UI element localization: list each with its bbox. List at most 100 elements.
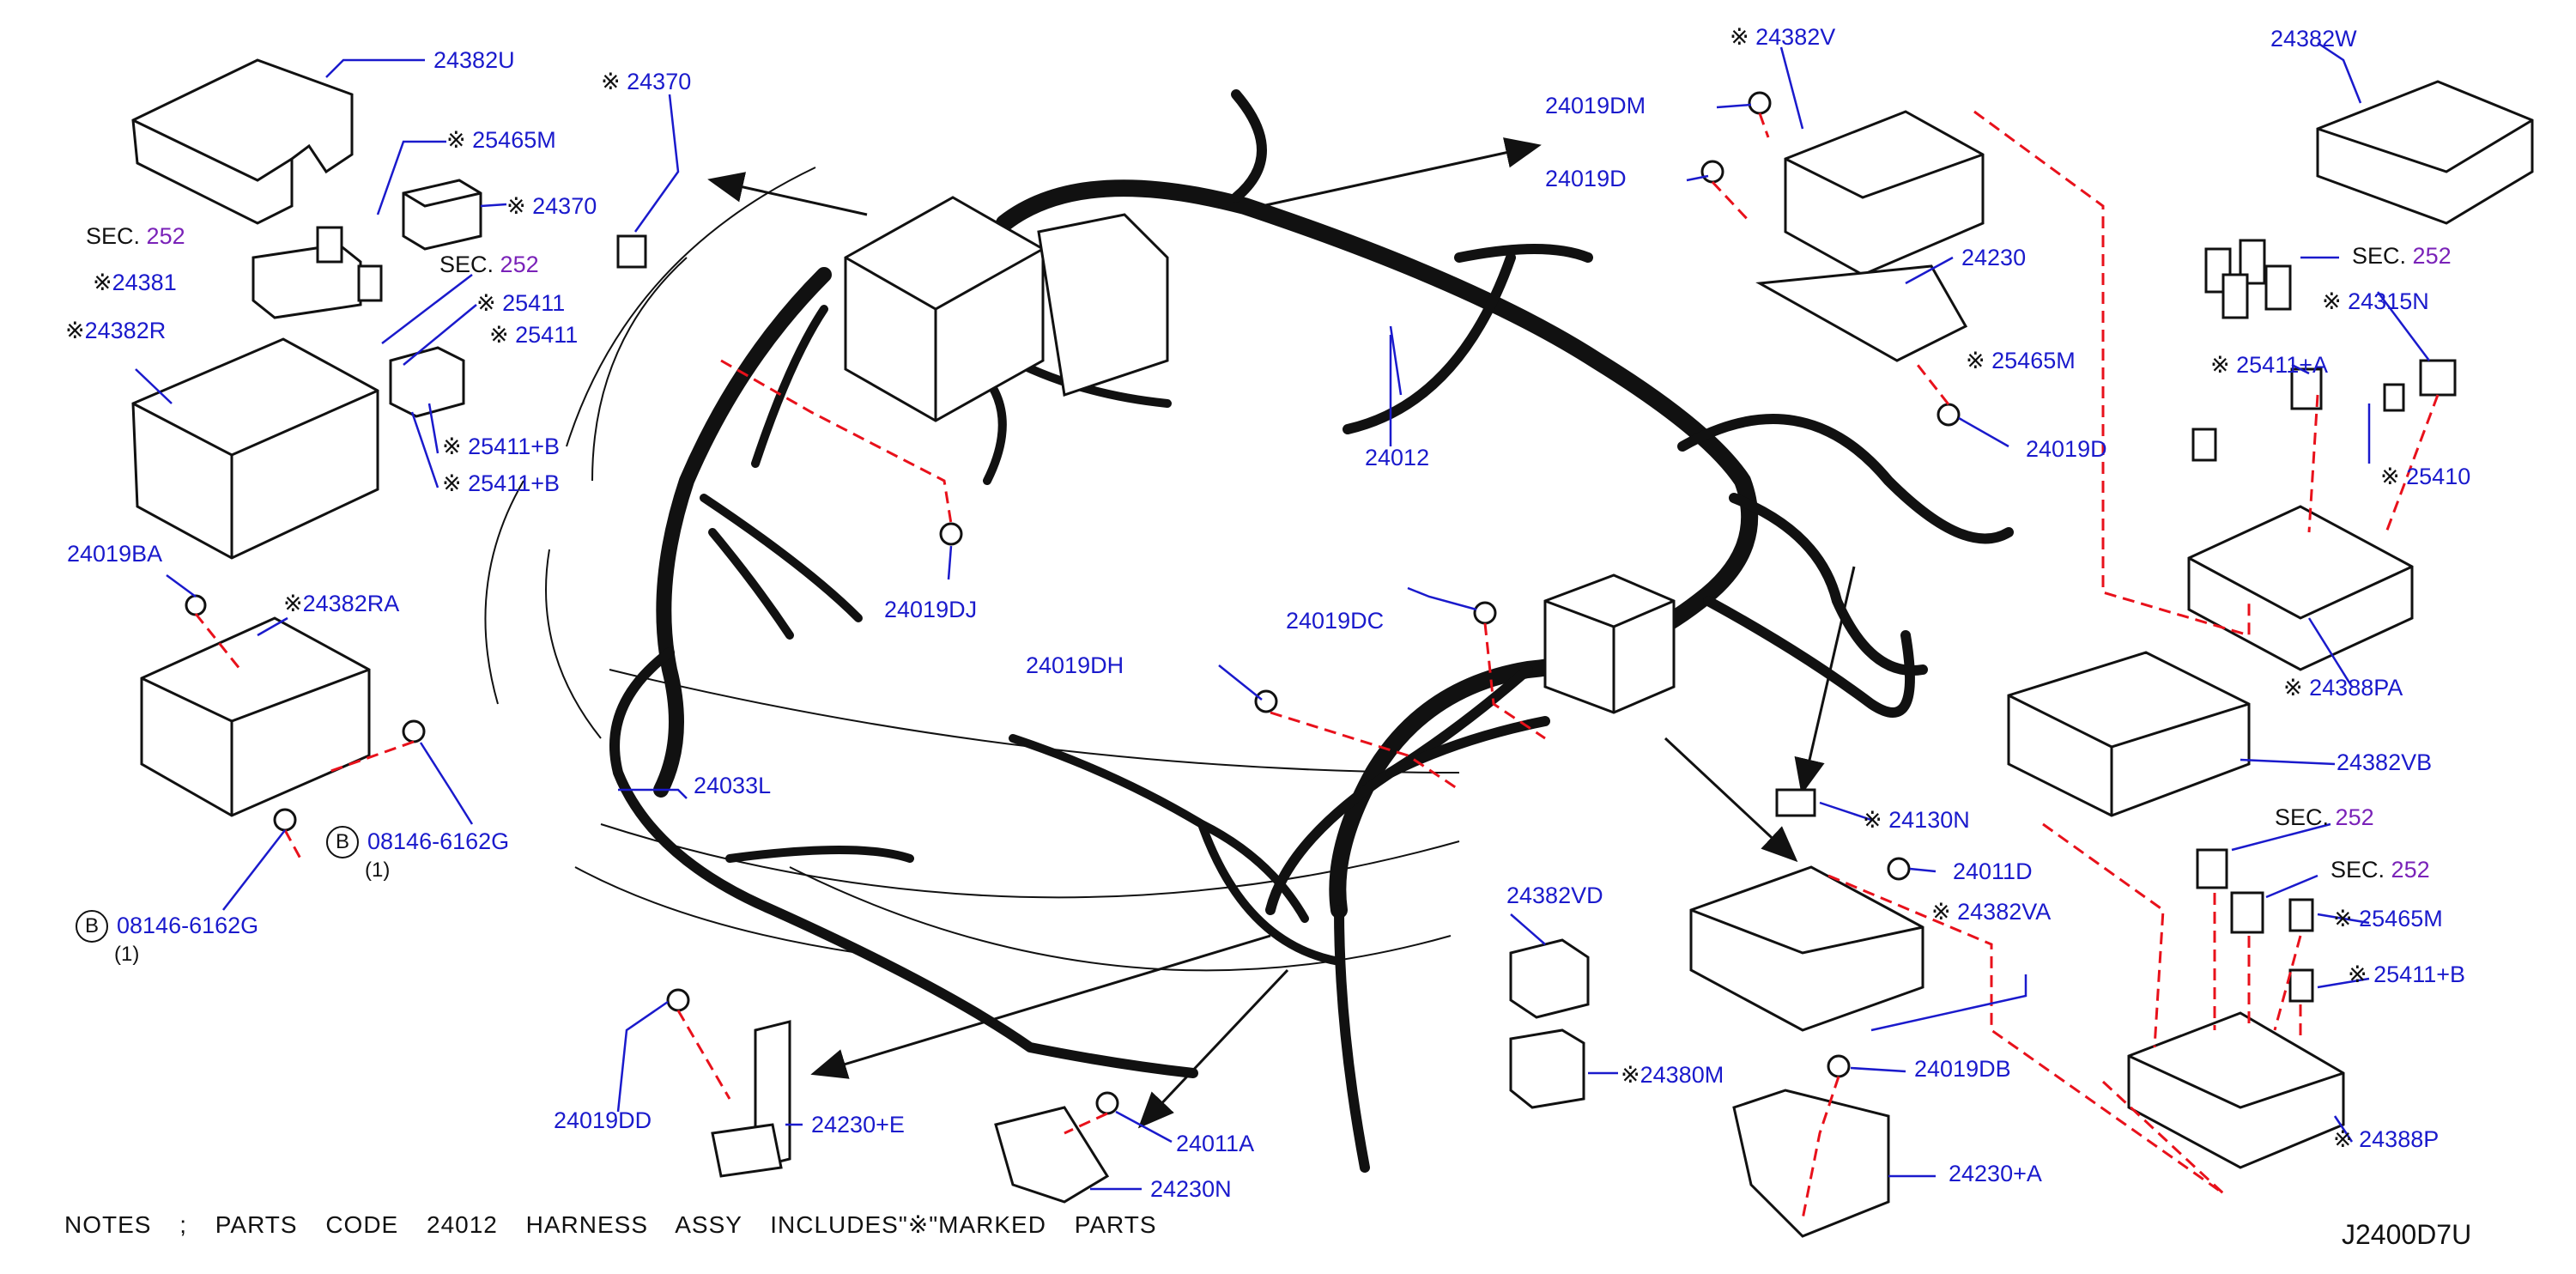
label-24230N: 24230N <box>1150 1176 1232 1202</box>
mark-symbol: ※ <box>2210 352 2230 378</box>
central-box-left <box>844 196 1169 422</box>
label-24019DJ: 24019DJ <box>884 597 978 622</box>
flow-arrows <box>707 137 1856 1129</box>
part-number: 25411 <box>515 322 579 348</box>
part-number: 24370 <box>627 69 692 94</box>
label-25411-a: ※ 25411 <box>476 290 565 316</box>
label-08146-left: 08146-6162G <box>117 913 259 938</box>
mark-symbol: ※ <box>2333 1126 2353 1152</box>
part-number: 25411 <box>502 290 566 316</box>
small-parts-left <box>316 226 647 302</box>
wiring-harness <box>609 89 2014 1173</box>
label-sec-252-b[interactable]: SEC. 252 <box>439 252 539 277</box>
part-number: 24381 <box>112 270 177 295</box>
part-number: 24382VA <box>1957 899 2052 925</box>
part-number: 25410 <box>2406 464 2471 489</box>
label-sec-252-e[interactable]: SEC. 252 <box>2331 857 2430 883</box>
sec-number: 252 <box>2391 857 2430 883</box>
mark-symbol: ※ <box>65 318 85 343</box>
label-24019DM: 24019DM <box>1545 93 1646 118</box>
cover-24382U <box>131 58 354 225</box>
label-24380M: ※24380M <box>1621 1062 1724 1088</box>
part-number: 24388PA <box>2309 675 2403 701</box>
relays-top-right <box>2191 239 2457 462</box>
mark-symbol: ※ <box>476 290 496 316</box>
mark-symbol: ※ <box>283 591 303 616</box>
fuse-box-24388PA <box>2187 505 2414 671</box>
label-24230A: 24230+A <box>1949 1161 2042 1186</box>
quantity-left: (1) <box>114 943 140 966</box>
relay-24382VD <box>1509 938 1590 1109</box>
part-number: 24382R <box>84 318 167 343</box>
label-24381: ※24381 <box>93 270 177 295</box>
label-24388PA: ※ 24388PA <box>2283 675 2403 701</box>
mark-symbol: ※ <box>446 127 466 153</box>
label-24019D-top: 24019D <box>1545 166 1627 191</box>
relay-24370 <box>402 179 482 251</box>
sec-prefix: SEC. <box>2275 804 2330 830</box>
label-08146-right: 08146-6162G <box>367 828 510 854</box>
part-number: 25411+B <box>2373 962 2465 987</box>
sec-prefix: SEC. <box>2331 857 2385 883</box>
bracket-24230A <box>1732 1089 1890 1238</box>
relays-lower-right <box>1775 788 2314 1003</box>
fuse-box-24388P <box>2127 1011 2345 1169</box>
label-24019BA: 24019BA <box>67 541 163 567</box>
label-24130N: ※ 24130N <box>1863 807 1970 833</box>
part-number: 24382V <box>1755 24 1836 50</box>
mark-symbol: ※ <box>442 470 462 496</box>
sec-prefix: SEC. <box>86 223 141 249</box>
label-24382W: 24382W <box>2270 26 2357 52</box>
part-number: 25411+B <box>468 470 560 496</box>
label-25411A: ※ 25411+A <box>2210 352 2328 378</box>
mark-symbol: ※ <box>93 270 112 295</box>
label-24019DD: 24019DD <box>554 1107 652 1133</box>
sec-number: 252 <box>500 252 539 277</box>
part-number: 25465M <box>2359 906 2443 931</box>
label-25411-b: ※ 25411 <box>489 322 578 348</box>
mark-symbol: ※ <box>1863 807 1882 833</box>
label-24382VA: ※ 24382VA <box>1931 899 2051 925</box>
part-number: 24370 <box>532 193 597 219</box>
cover-24382W <box>2316 80 2534 225</box>
label-24019DC: 24019DC <box>1286 608 1385 634</box>
label-24019D-mid: 24019D <box>2026 436 2107 462</box>
label-24033L: 24033L <box>694 773 772 798</box>
label-25410: ※ 25410 <box>2380 464 2470 489</box>
label-25411B-a: ※ 25411+B <box>442 434 560 459</box>
part-number: 24382RA <box>302 591 400 616</box>
label-24012: 24012 <box>1365 445 1430 470</box>
label-25411B-b: ※ 25411+B <box>442 470 560 496</box>
assembly-dash-lines <box>194 110 2440 1220</box>
fuse-block-24381 <box>252 243 362 319</box>
label-24230: 24230 <box>1961 245 2027 270</box>
label-sec-252-c[interactable]: SEC. 252 <box>2352 243 2452 269</box>
connector-25411 <box>389 346 465 418</box>
mark-symbol: ※ <box>442 434 462 459</box>
part-number: 24315N <box>2348 288 2429 314</box>
sec-number: 252 <box>146 223 185 249</box>
label-24382VD: 24382VD <box>1506 883 1603 908</box>
part-number: 25465M <box>472 127 556 153</box>
label-24315N: ※ 24315N <box>2322 288 2429 314</box>
quantity-right: (1) <box>365 858 391 882</box>
label-sec-252-d[interactable]: SEC. 252 <box>2275 804 2374 830</box>
label-sec-252-a[interactable]: SEC. 252 <box>86 223 185 249</box>
circle-letter-b: B <box>326 826 359 858</box>
brackets-bottom <box>666 91 1961 1204</box>
label-24370-relay: ※ 24370 <box>506 193 597 219</box>
mark-symbol: ※ <box>506 193 526 219</box>
mark-symbol: ※ <box>1730 24 1749 50</box>
mark-symbol: ※ <box>2322 288 2342 314</box>
label-25465M-top: ※ 25465M <box>446 127 556 153</box>
mark-symbol: ※ <box>2283 675 2303 701</box>
part-number: 25411+A <box>2236 352 2328 378</box>
label-24011D: 24011D <box>1953 858 2033 884</box>
label-24382R: ※24382R <box>65 318 166 343</box>
label-24388P: ※ 24388P <box>2333 1126 2439 1152</box>
mark-symbol: ※ <box>1621 1062 1640 1088</box>
label-24370-top: ※ 24370 <box>601 69 691 94</box>
label-24011A: 24011A <box>1176 1131 1255 1156</box>
sec-prefix: SEC. <box>439 252 494 277</box>
